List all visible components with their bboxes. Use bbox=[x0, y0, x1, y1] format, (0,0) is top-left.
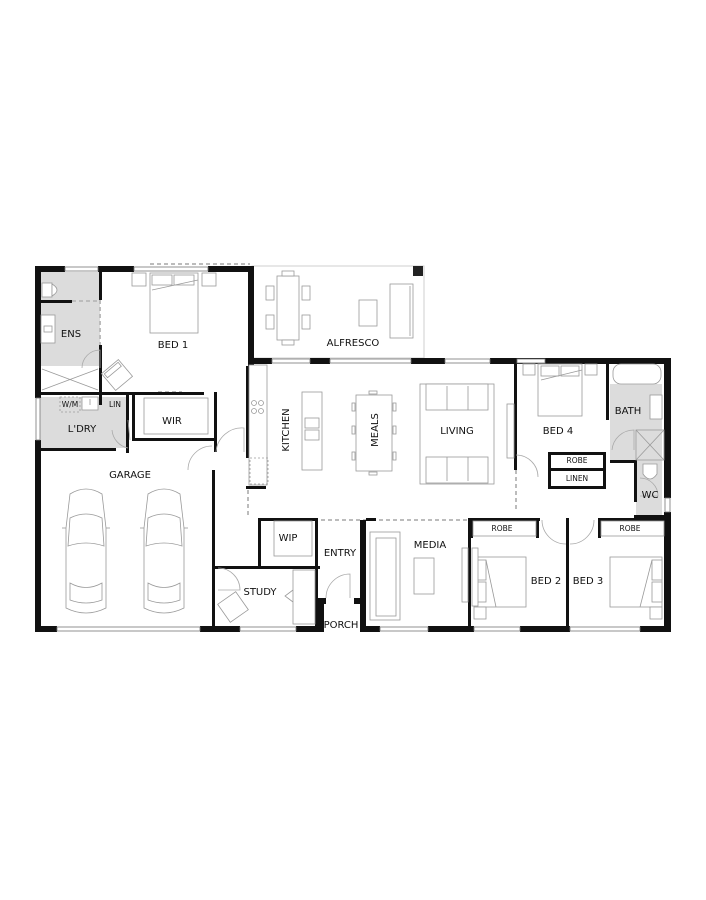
room-label-wip: WIP bbox=[279, 533, 298, 544]
bathtub-icon bbox=[612, 363, 662, 385]
room-label-entry: ENTRY bbox=[324, 548, 357, 559]
sink-icon bbox=[304, 417, 320, 441]
room-label-ldry: L'DRY bbox=[68, 424, 97, 435]
door-swing-icon bbox=[111, 429, 129, 449]
window-icon bbox=[239, 626, 297, 632]
coffee-table-icon bbox=[413, 557, 435, 595]
tv-unit bbox=[506, 403, 515, 459]
door-swing-icon bbox=[325, 573, 351, 599]
tv-unit bbox=[471, 547, 479, 607]
window-icon bbox=[271, 358, 311, 364]
room-label-living: LIVING bbox=[440, 426, 474, 437]
shower-icon bbox=[635, 429, 665, 461]
sofa-icon bbox=[389, 283, 414, 339]
room-label-meals: MEALS bbox=[370, 413, 381, 447]
window-icon bbox=[516, 358, 546, 364]
room-label-bed3: BED 3 bbox=[573, 576, 603, 587]
bed-icon bbox=[131, 272, 217, 334]
shower-icon bbox=[41, 368, 99, 391]
dining-table-icon bbox=[265, 270, 311, 346]
window-icon bbox=[329, 358, 412, 364]
room-label-bath: BATH bbox=[615, 406, 642, 417]
room-labels: ENS BED 1 W/M LIN L'DRY WIR GARAGE ALFRE… bbox=[61, 329, 659, 631]
door-swing-icon bbox=[217, 567, 241, 591]
room-label-porch: PORCH bbox=[324, 620, 359, 631]
window-icon bbox=[379, 626, 429, 632]
toilet-icon bbox=[642, 463, 658, 480]
room-label-wm: W/M bbox=[62, 400, 78, 409]
vanity-icon bbox=[40, 314, 56, 344]
room-label-study: STUDY bbox=[243, 587, 277, 598]
door-swing-icon bbox=[215, 427, 245, 453]
dining-table-icon bbox=[351, 390, 397, 476]
room-label-garage: GARAGE bbox=[109, 470, 151, 481]
window-icon bbox=[133, 266, 209, 272]
door-swing-icon bbox=[81, 349, 101, 369]
windows bbox=[35, 266, 671, 632]
door-swing-icon bbox=[611, 429, 635, 451]
room-label-robe-bed4: ROBE bbox=[567, 456, 588, 465]
armchair-icon bbox=[100, 358, 134, 392]
kitchen-bench bbox=[248, 364, 268, 486]
room-label-ens: ENS bbox=[61, 329, 81, 340]
window-icon bbox=[444, 358, 491, 364]
room-label-wc: WC bbox=[642, 490, 659, 501]
room-label-bed2: BED 2 bbox=[531, 576, 561, 587]
bed-icon bbox=[522, 363, 598, 417]
car-icon bbox=[62, 488, 110, 614]
room-label-robe-bed2: ROBE bbox=[492, 524, 513, 533]
cooktop-icon bbox=[251, 400, 264, 414]
room-label-lin: LIN bbox=[109, 400, 121, 409]
room-label-bed1: BED 1 bbox=[158, 340, 188, 351]
desk bbox=[292, 569, 316, 625]
room-label-robe-bed3: ROBE bbox=[620, 524, 641, 533]
fridge-space bbox=[249, 457, 269, 485]
door-swing-icon bbox=[569, 519, 595, 545]
vanity-icon bbox=[649, 394, 663, 420]
door-swing-icon bbox=[639, 477, 659, 497]
room-label-wir: WIR bbox=[162, 416, 182, 427]
armchair-icon bbox=[217, 591, 249, 623]
window-icon bbox=[664, 497, 671, 513]
window-icon bbox=[56, 626, 201, 632]
bed-icon bbox=[473, 556, 527, 620]
room-label-alfresco: ALFRESCO bbox=[327, 338, 380, 349]
window-icon bbox=[473, 626, 521, 632]
door-swing-icon bbox=[541, 519, 567, 545]
coffee-table-icon bbox=[358, 299, 378, 327]
toilet-icon bbox=[41, 282, 58, 298]
window-icon bbox=[35, 397, 41, 441]
window-icon bbox=[569, 626, 641, 632]
doors bbox=[81, 349, 659, 599]
tv-unit bbox=[461, 547, 469, 603]
window-icon bbox=[64, 266, 99, 272]
walls bbox=[35, 266, 671, 632]
door-swing-icon bbox=[187, 445, 213, 471]
door-swing-icon bbox=[515, 454, 539, 478]
sofa-icon bbox=[369, 531, 401, 621]
room-label-media: MEDIA bbox=[414, 540, 447, 551]
bed-icon bbox=[609, 556, 663, 620]
room-label-bed4: BED 4 bbox=[543, 426, 573, 437]
car-icon bbox=[140, 488, 188, 614]
room-label-linen: LINEN bbox=[566, 474, 588, 483]
room-label-kitchen: KITCHEN bbox=[281, 408, 292, 451]
furniture bbox=[40, 270, 665, 625]
sink-icon bbox=[81, 396, 99, 411]
